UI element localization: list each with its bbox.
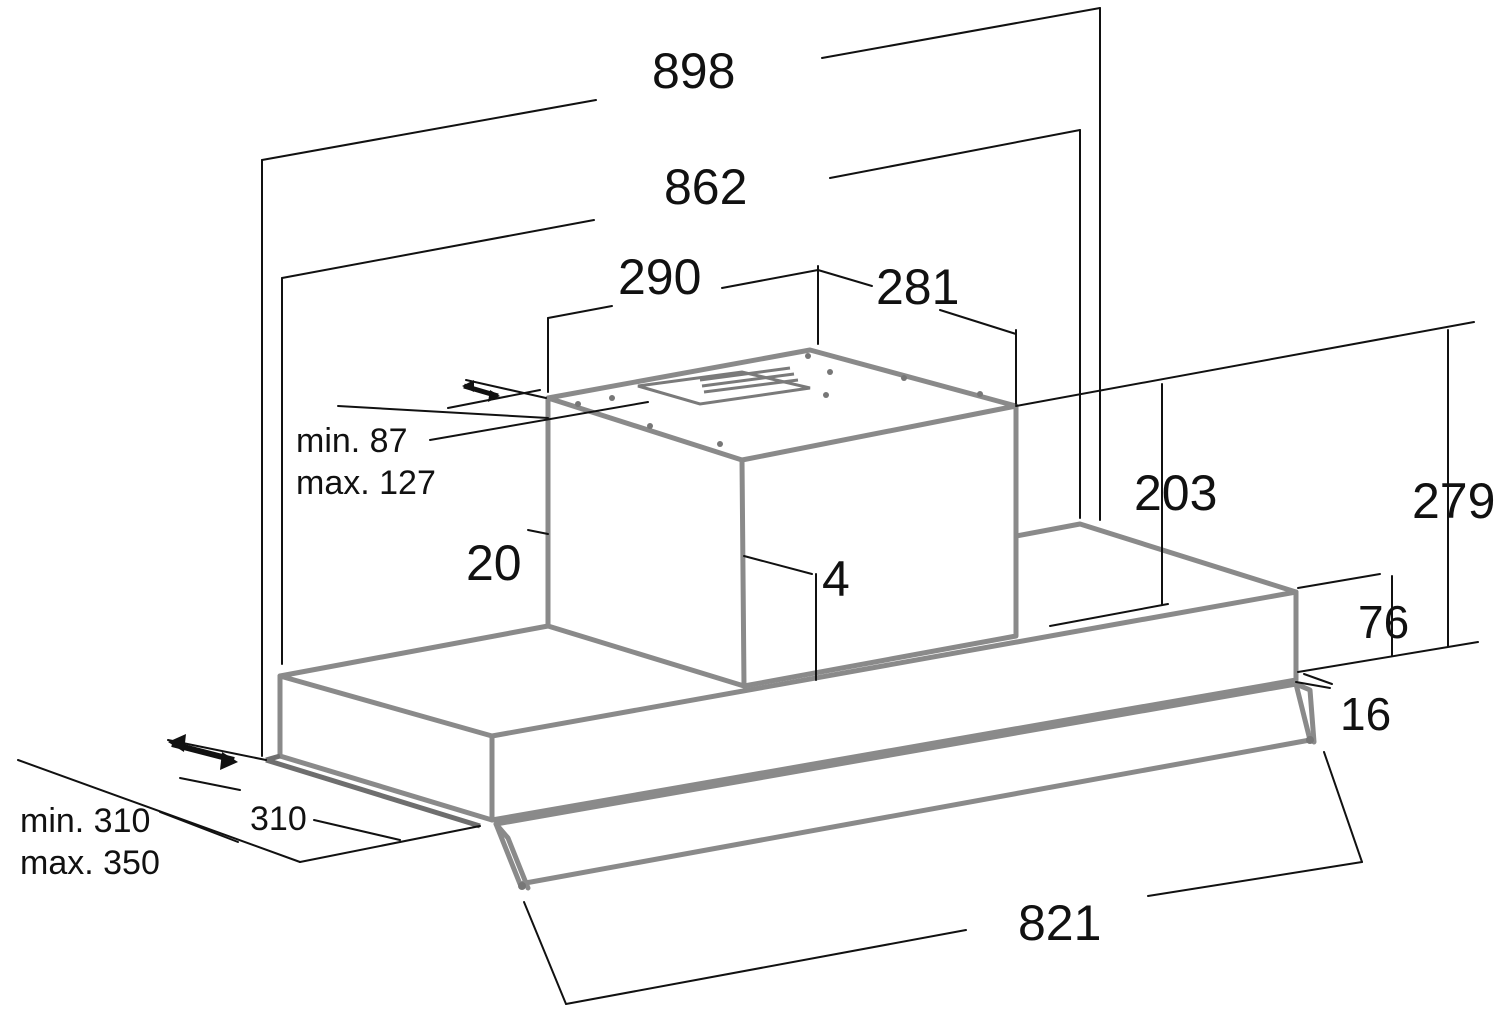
hood-body (265, 347, 1317, 891)
dimension-lines (17, 7, 1479, 1005)
label-overall-width: 898 (652, 43, 735, 99)
visor-right-edge (1293, 681, 1317, 745)
label-depth-310: 310 (250, 800, 307, 838)
canopy-top-left (277, 623, 551, 679)
label-offset-4: 4 (822, 551, 850, 607)
motor-box-top-face (545, 347, 1019, 409)
visor-left-edge (493, 821, 531, 891)
outlet-opening (637, 370, 811, 406)
label-visor-width: 821 (1018, 895, 1101, 951)
label-rear-offset-max: max. 127 (296, 464, 436, 502)
label-depth-min: min. 310 (20, 802, 150, 840)
canopy-bottom-left (265, 753, 481, 829)
label-offset-20: 20 (466, 535, 522, 591)
outlet-grille (699, 366, 799, 394)
label-inner-width: 862 (664, 159, 747, 215)
label-rear-offset-min: min. 87 (296, 422, 408, 460)
canopy-top-front-edge (277, 589, 1299, 739)
canopy-front-face (489, 589, 1299, 823)
dimension-labels: 898 862 290 281 203 279 76 16 821 20 4 3… (20, 43, 1495, 951)
label-motor-depth: 281 (876, 259, 959, 315)
motor-box-side-face (739, 403, 1019, 689)
canopy-top-right (1013, 521, 1299, 595)
label-motor-height: 203 (1134, 465, 1217, 521)
label-panel-height: 76 (1358, 596, 1409, 648)
motor-box-front-face (545, 395, 747, 689)
label-total-height: 279 (1412, 473, 1495, 529)
label-motor-width: 290 (618, 249, 701, 305)
label-depth-max: max. 350 (20, 844, 160, 882)
label-front-lip: 16 (1340, 688, 1391, 740)
